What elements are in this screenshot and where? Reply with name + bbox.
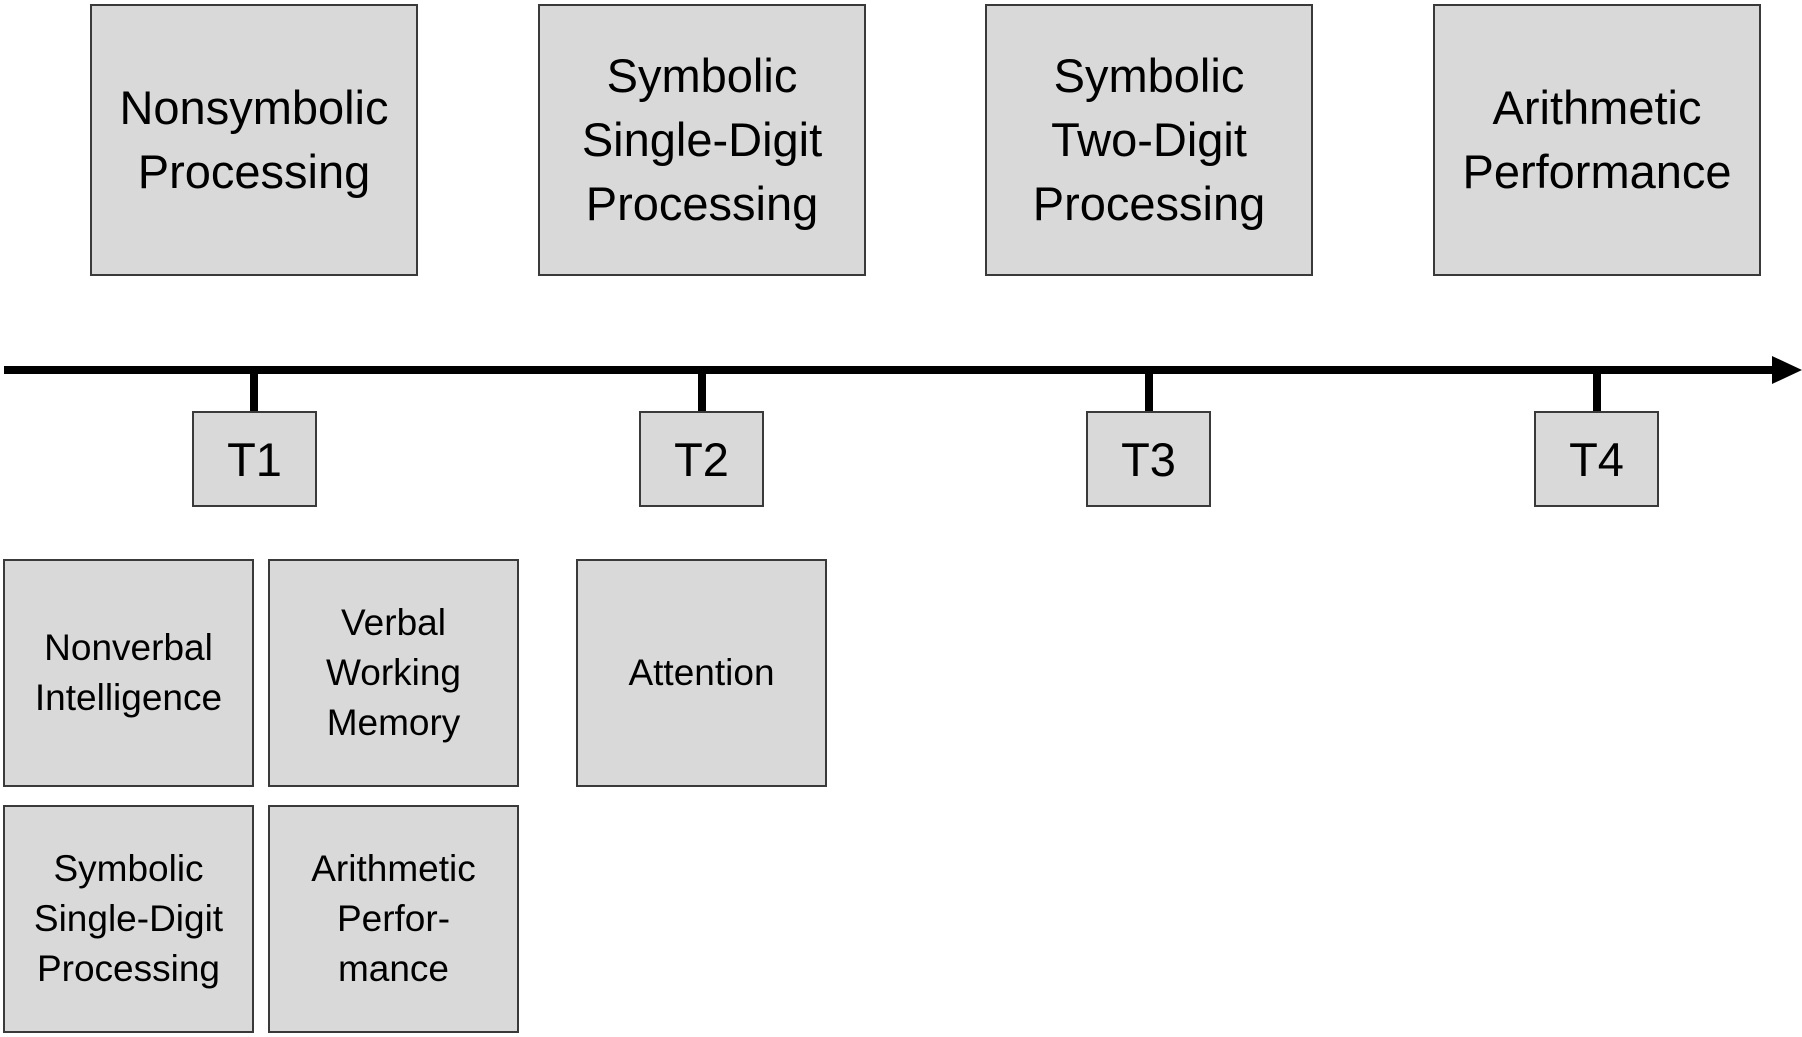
- control-box-arithmetic-performance: Arithmetic Perfor- mance: [268, 805, 519, 1033]
- control-box-attention: Attention: [576, 559, 827, 787]
- time-point-label: T1: [227, 432, 282, 486]
- construct-label: Nonsymbolic Processing: [119, 81, 389, 198]
- construct-box-arithmetic: Arithmetic Performance: [1433, 4, 1761, 276]
- control-label: Nonverbal Intelligence: [34, 627, 223, 718]
- time-point-t3: T3: [1086, 411, 1211, 507]
- time-point-label: T3: [1121, 432, 1176, 486]
- control-label: Attention: [628, 652, 775, 693]
- control-label: Arithmetic Perfor- mance: [311, 848, 476, 989]
- time-point-label: T4: [1569, 432, 1624, 486]
- construct-label: Symbolic Single-Digit Processing: [581, 49, 823, 230]
- construct-box-nonsymbolic: Nonsymbolic Processing: [90, 4, 418, 276]
- construct-box-symbolic-two-digit: Symbolic Two-Digit Processing: [985, 4, 1313, 276]
- construct-box-symbolic-single-digit: Symbolic Single-Digit Processing: [538, 4, 866, 276]
- construct-label: Symbolic Two-Digit Processing: [1032, 49, 1266, 230]
- control-box-verbal-working-memory: Verbal Working Memory: [268, 559, 519, 787]
- time-point-t2: T2: [639, 411, 764, 507]
- control-box-symbolic-single-digit: Symbolic Single-Digit Processing: [3, 805, 254, 1033]
- time-point-t4: T4: [1534, 411, 1659, 507]
- control-box-nonverbal-intelligence: Nonverbal Intelligence: [3, 559, 254, 787]
- time-point-label: T2: [674, 432, 729, 486]
- control-label: Symbolic Single-Digit Processing: [33, 848, 224, 989]
- control-label: Verbal Working Memory: [325, 602, 462, 743]
- time-point-t1: T1: [192, 411, 317, 507]
- timeline-arrowhead: [1772, 356, 1802, 384]
- construct-label: Arithmetic Performance: [1462, 81, 1732, 198]
